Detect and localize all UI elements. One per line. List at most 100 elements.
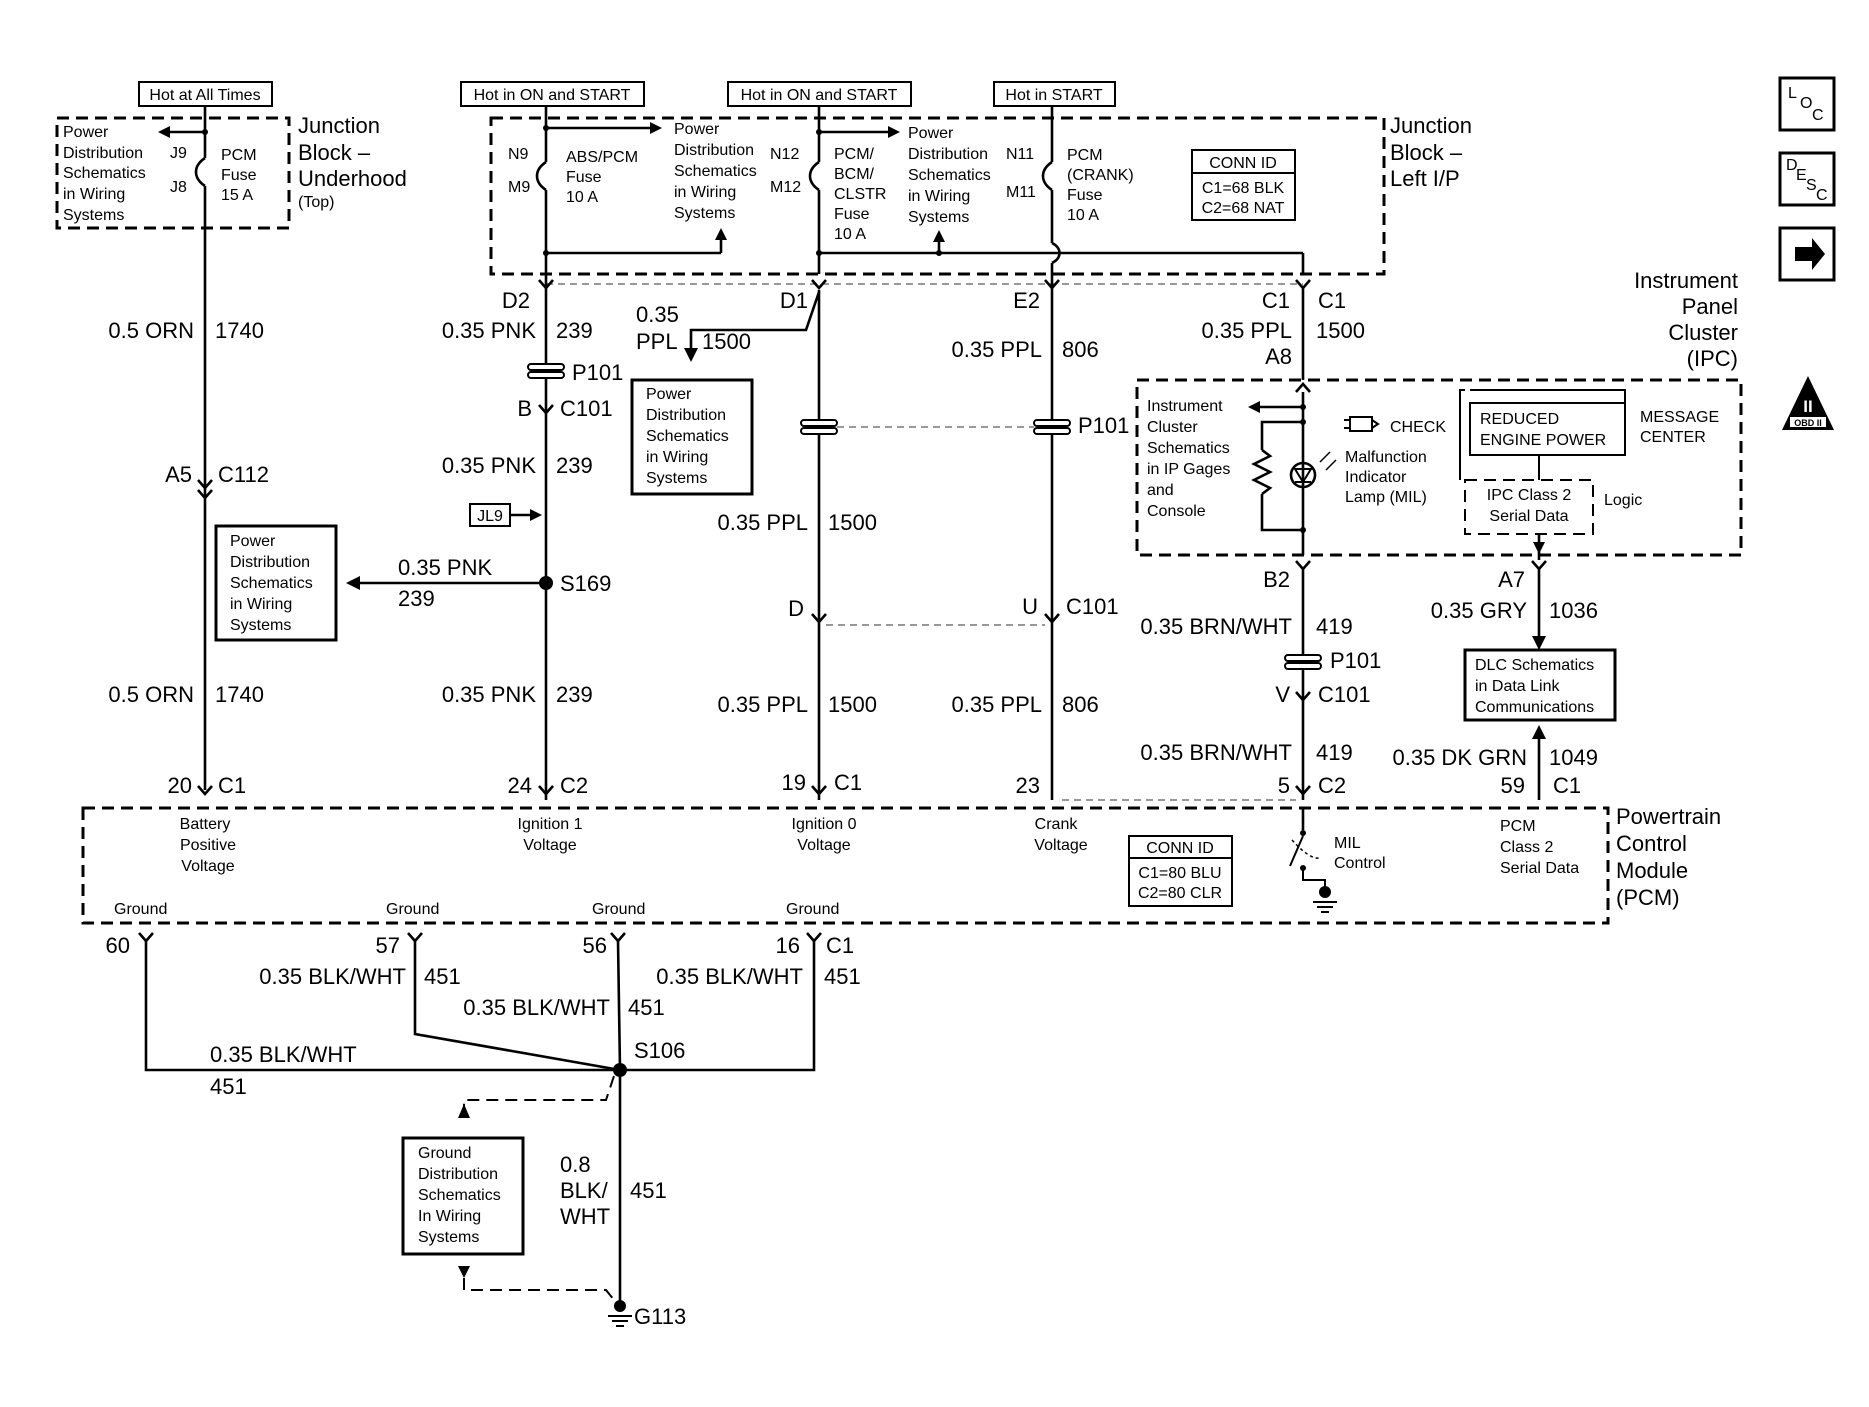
arrow-right-icon xyxy=(888,126,900,138)
fuse-bcm-4: Fuse xyxy=(834,206,870,223)
ground-dist-3: Schematics xyxy=(418,1187,501,1204)
wire-size: 0.35 PPL xyxy=(717,692,808,717)
pin-j9: J9 xyxy=(170,145,187,162)
wire-size: 0.5 ORN xyxy=(108,682,194,707)
ipc-title-3: Cluster xyxy=(1668,320,1738,345)
message-center-1: MESSAGE xyxy=(1640,409,1719,426)
desc-c: C xyxy=(1816,187,1828,204)
connector-c101: C101 xyxy=(1318,682,1371,707)
fuse-abs-2: Fuse xyxy=(566,169,602,186)
obd-ii-numeral: II xyxy=(1803,397,1812,416)
pin-b: B xyxy=(517,396,532,421)
fuse-crank-1: PCM xyxy=(1067,147,1103,164)
wire-brn-wht-419: B2 0.35 BRN/WHT 419 P101 V C101 0.35 BRN… xyxy=(1140,560,1381,800)
wire-size: 0.35 BLK/WHT xyxy=(210,1042,357,1067)
wire-size-1: 0.35 xyxy=(636,302,679,327)
pcm-ser-1: PCM xyxy=(1500,818,1536,835)
pcm-ground-4: Ground xyxy=(786,901,839,918)
pcm-ground-2: Ground xyxy=(386,901,439,918)
ipc-ic-6: Console xyxy=(1147,503,1206,520)
label-hot-at-all-times: Hot at All Times xyxy=(149,87,260,104)
wire-dk-grn-1049: 0.35 DK GRN 1049 59 C1 xyxy=(1393,725,1598,800)
fuse-bcm-1: PCM/ xyxy=(834,146,875,163)
jb-underhood-pd-2: Distribution xyxy=(63,145,143,162)
label-hot-on-start-1: Hot in ON and START xyxy=(474,87,631,104)
wire-size: 0.35 PPL xyxy=(717,510,808,535)
wire-num: 451 xyxy=(630,1178,667,1203)
connector-c101: C101 xyxy=(1066,594,1119,619)
pcm-bat-1: Battery xyxy=(180,816,231,833)
arrow-down-icon xyxy=(458,1266,470,1278)
wire-num: 1036 xyxy=(1549,598,1598,623)
next-arrow-icon[interactable] xyxy=(1778,226,1836,282)
jb-underhood-pd-5: Systems xyxy=(63,207,124,224)
ipc-ic-2: Cluster xyxy=(1147,419,1198,436)
arrow-right-icon xyxy=(650,122,662,134)
connector-c1: C1 xyxy=(1318,288,1346,313)
wire-size: 0.35 PNK xyxy=(398,555,492,580)
pcm-ign1-1: Ignition 1 xyxy=(518,816,583,833)
wire-num: 239 xyxy=(398,586,435,611)
connector-c2: C2 xyxy=(560,773,588,798)
wire-num: 451 xyxy=(210,1074,247,1099)
check-label: CHECK xyxy=(1390,419,1446,436)
jb-conn-id-c2: C2=68 NAT xyxy=(1202,200,1285,217)
wire-size-2: PPL xyxy=(636,329,678,354)
wire-num: 806 xyxy=(1062,337,1099,362)
pin-v: V xyxy=(1275,682,1290,707)
pcm-ign0-1: Ignition 0 xyxy=(792,816,857,833)
power-distribution-box-mid: Power Distribution Schematics in Wiring … xyxy=(630,378,754,496)
connector-c1: C1 xyxy=(834,770,862,795)
fuse-bcm-2: BCM/ xyxy=(834,166,875,183)
side-icons: L O C D E S C II OBD II xyxy=(1778,76,1836,430)
obd-ii-label: OBD II xyxy=(1794,418,1822,428)
pin-m9: M9 xyxy=(508,179,530,196)
wire-size: 0.35 PNK xyxy=(442,453,536,478)
wire-num: 239 xyxy=(556,453,593,478)
wire-size-1: 0.8 xyxy=(560,1152,591,1177)
pcm-conn-id-c1: C1=80 BLU xyxy=(1138,865,1221,882)
message-center-2: CENTER xyxy=(1640,429,1706,446)
mil-label-3: Lamp (MIL) xyxy=(1345,489,1427,506)
arrow-up-icon xyxy=(458,1104,470,1118)
wire-num: 239 xyxy=(556,682,593,707)
pin-60: 60 xyxy=(106,933,130,958)
desc-d: D xyxy=(1786,157,1798,174)
wire-size: 0.35 BLK/WHT xyxy=(259,964,406,989)
wire-num: 1049 xyxy=(1549,745,1598,770)
ipc-serial-2: Serial Data xyxy=(1489,508,1568,525)
ipc-ic-1: Instrument xyxy=(1147,398,1223,415)
wire-num: 239 xyxy=(556,318,593,343)
arrow-left-icon xyxy=(346,576,360,590)
desc-icon[interactable]: D E S C xyxy=(1778,151,1836,207)
connector-c1: C1 xyxy=(1262,288,1290,313)
pd-left-1: Power xyxy=(230,533,276,550)
arrow-right-icon xyxy=(530,509,542,521)
connector-c101: C101 xyxy=(560,396,613,421)
mil-label-2: Indicator xyxy=(1345,469,1407,486)
ipc-title-2: Panel xyxy=(1682,294,1738,319)
loc-icon[interactable]: L O C xyxy=(1778,76,1836,132)
pin-20: 20 xyxy=(168,773,192,798)
pd-mid-4: in Wiring xyxy=(646,449,708,466)
pin-j8: J8 xyxy=(170,179,187,196)
pin-a8: A8 xyxy=(1265,344,1292,369)
jb-ip-title-3: Left I/P xyxy=(1390,166,1460,191)
wire-ppl-1500: D1 0.35 PPL 1500 0.35 PPL 1500 D 0.35 PP… xyxy=(636,279,877,800)
pin-59: 59 xyxy=(1501,773,1525,798)
fuse-abs-3: 10 A xyxy=(566,189,598,206)
pcm-mil-1: MIL xyxy=(1334,835,1361,852)
loc-c: C xyxy=(1812,107,1824,124)
jb-ip-title-2: Block – xyxy=(1390,140,1463,165)
wire-num: 451 xyxy=(424,964,461,989)
instrument-panel-cluster: Instrument Panel Cluster (IPC) Instrumen… xyxy=(1135,268,1743,560)
jb-pd2-4: in Wiring xyxy=(908,188,970,205)
splice-s169-label: S169 xyxy=(560,571,611,596)
desc-e: E xyxy=(1796,167,1807,184)
fuse-crank-2: (CRANK) xyxy=(1067,167,1134,184)
label-hot-on-start-2: Hot in ON and START xyxy=(741,87,898,104)
wire-num: 419 xyxy=(1316,614,1353,639)
pd-left-5: Systems xyxy=(230,617,291,634)
pd-left-2: Distribution xyxy=(230,554,310,571)
pin-56: 56 xyxy=(583,933,607,958)
